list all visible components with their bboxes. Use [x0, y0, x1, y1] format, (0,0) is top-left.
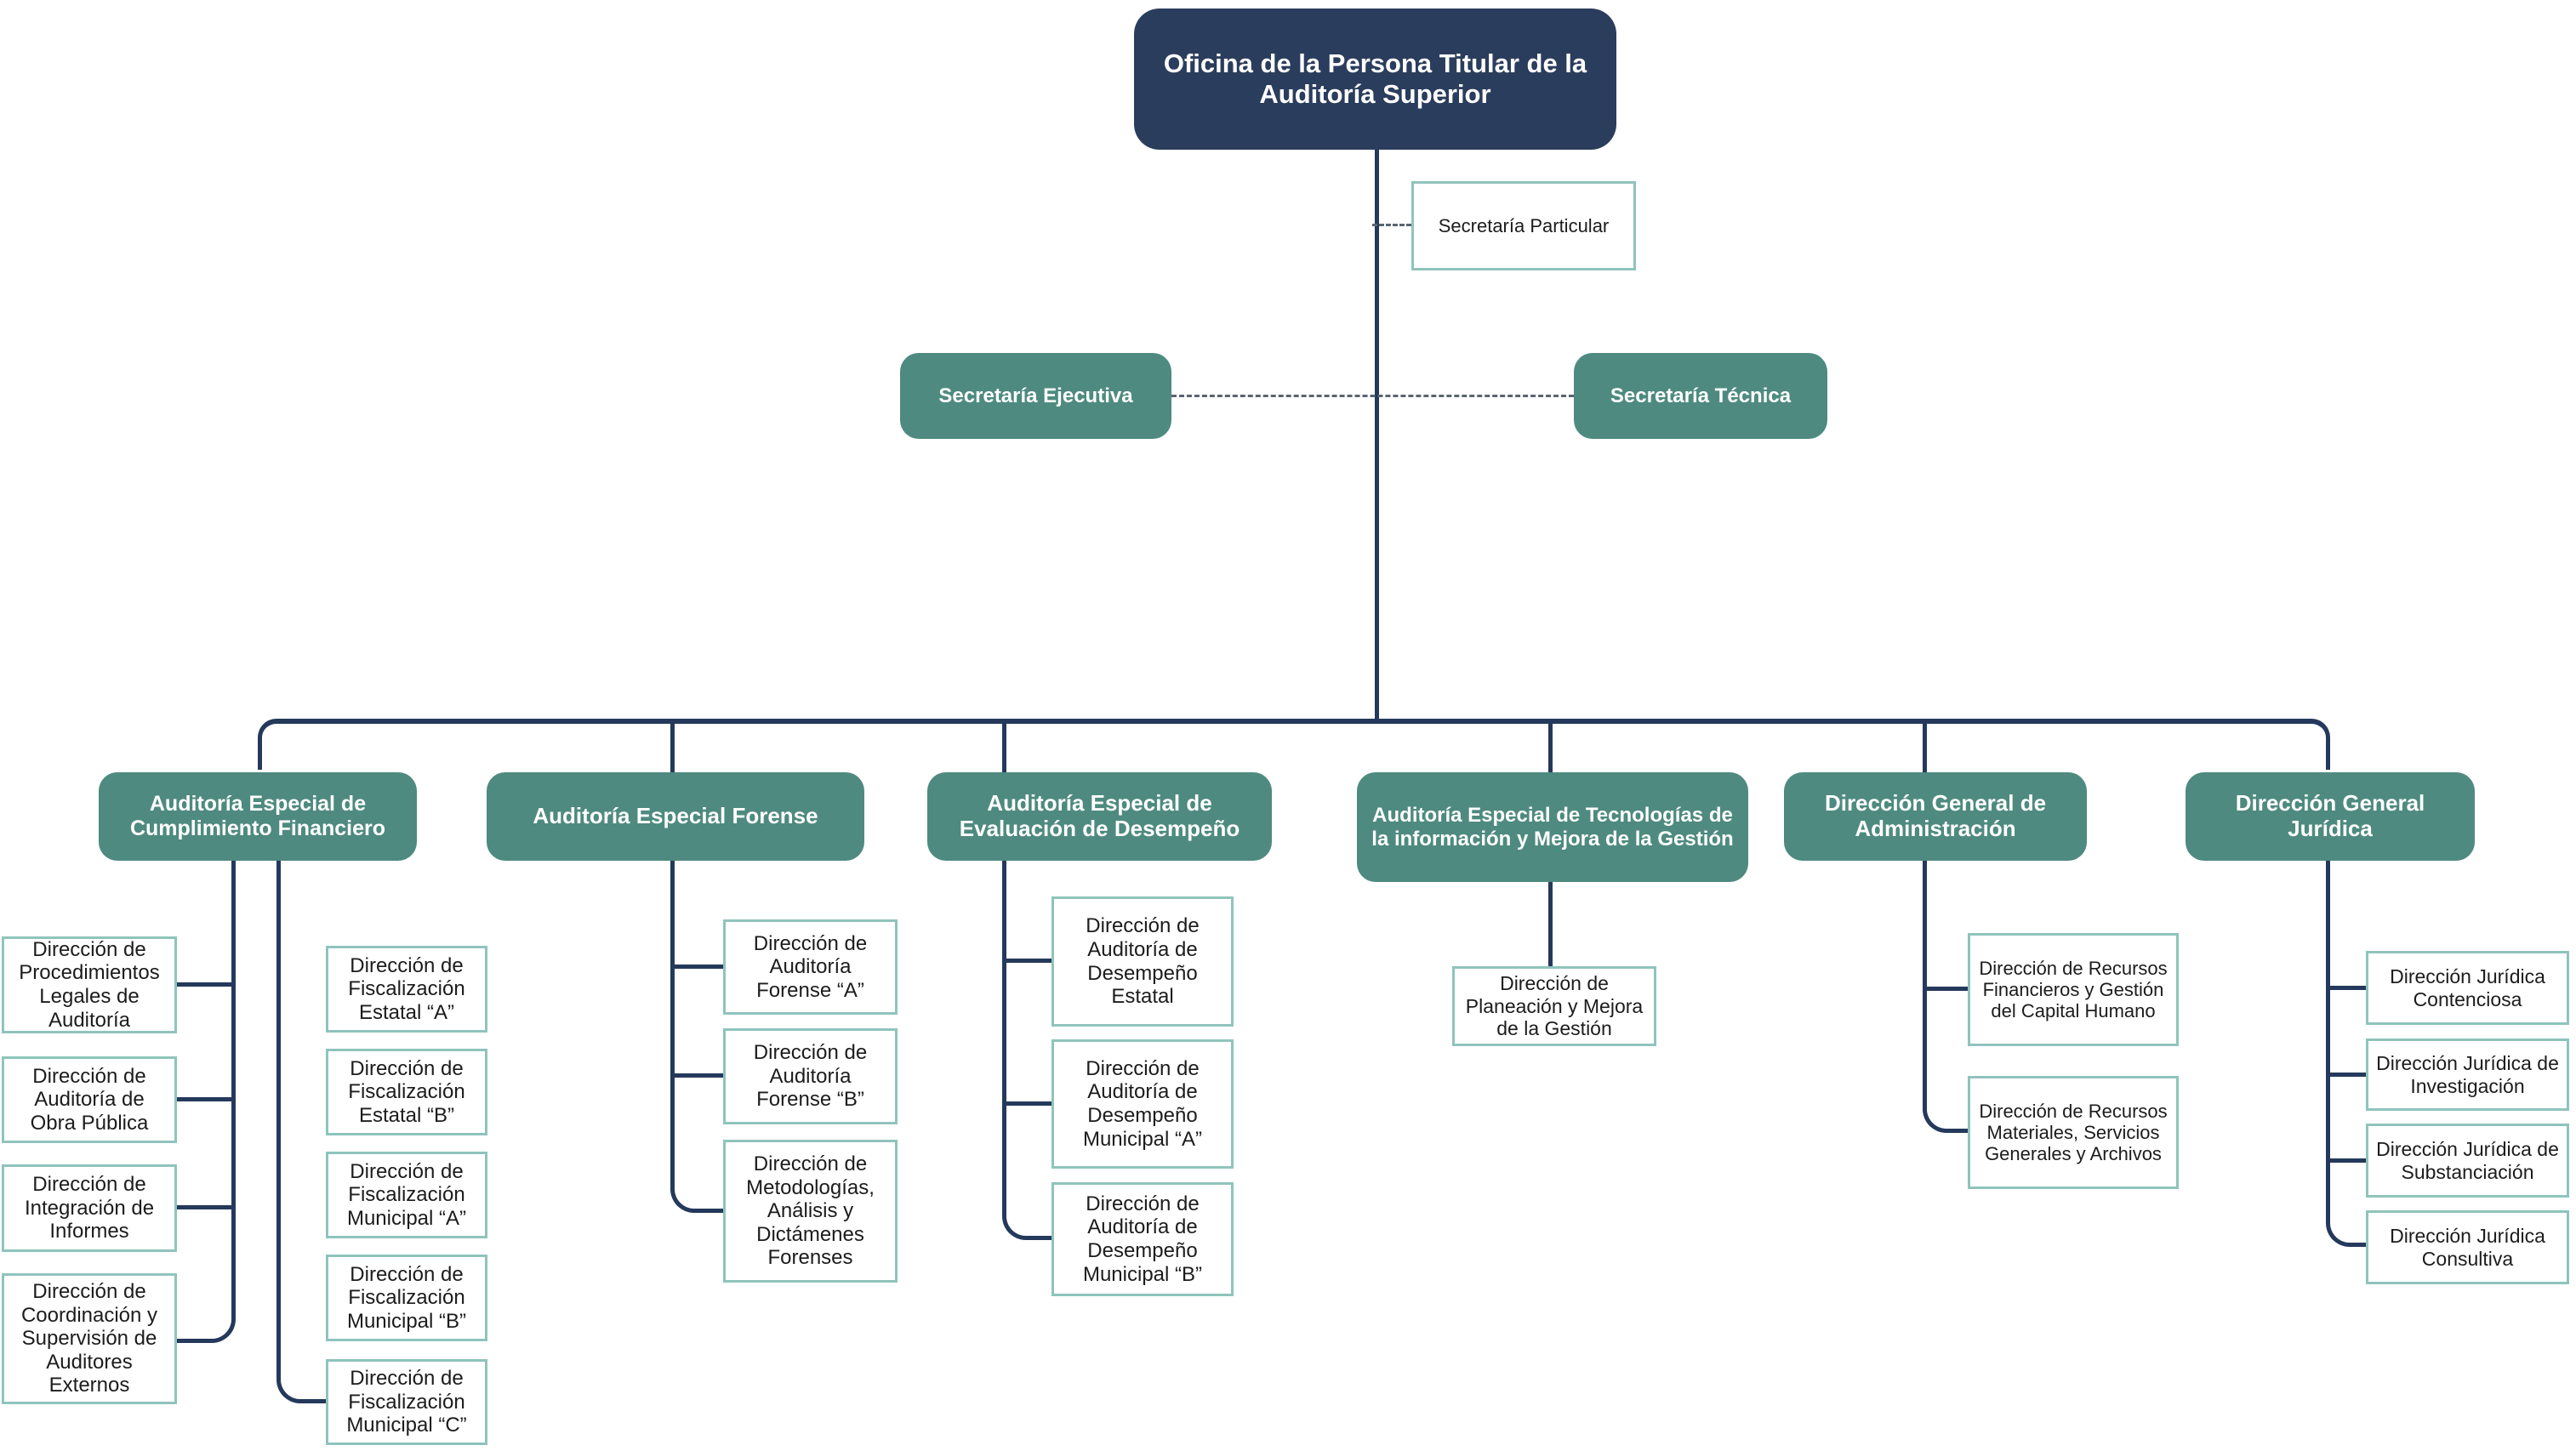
branch-tecnologias-informacion: Auditoría Especial de Tecnologías de la …: [1357, 772, 1748, 882]
node-fiscalizacion-municipal-b: Dirección de Fiscalización Municipal “B”: [326, 1255, 487, 1341]
node-fiscalizacion-estatal-a: Dirección de Fiscalización Estatal “A”: [326, 946, 487, 1033]
node-fiscalizacion-estatal-b: Dirección de Fiscalización Estatal “B”: [326, 1049, 487, 1135]
node-desempeno-municipal-a: Dirección de Auditoría de Desempeño Muni…: [1051, 1039, 1234, 1169]
stub-procedimientos: [176, 982, 236, 987]
drop-line-tecnologias: [1548, 721, 1553, 772]
node-oficina-titular: Oficina de la Persona Titular de la Audi…: [1134, 9, 1616, 150]
node-forense-a: Dirección de Auditoría Forense “A”: [723, 919, 898, 1015]
node-recursos-financieros: Dirección de Recursos Financieros y Gest…: [1968, 933, 2179, 1046]
stub-forense-a: [670, 964, 723, 969]
dashed-connector-secretarias: [1171, 395, 1574, 397]
stub-desempeno-municipal-a: [1002, 1101, 1051, 1106]
stub-juridica-investigacion: [2326, 1073, 2366, 1077]
branch-dg-juridica: Dirección General Jurídica: [2186, 772, 2475, 861]
node-fiscalizacion-municipal-a: Dirección de Fiscalización Municipal “A”: [326, 1152, 487, 1238]
node-integracion-informes: Dirección de Integración de Informes: [2, 1164, 177, 1252]
node-recursos-materiales: Dirección de Recursos Materiales, Servic…: [1968, 1076, 2179, 1189]
node-secretaria-tecnica: Secretaría Técnica: [1574, 353, 1827, 439]
node-juridica-substanciacion: Dirección Jurídica de Substanciación: [2366, 1124, 2569, 1198]
spine-desempeno: [1002, 861, 1053, 1240]
branch-dg-administracion: Dirección General de Administración: [1784, 772, 2087, 861]
spine-cumplimiento-right: [276, 861, 328, 1403]
node-planeacion-mejora: Dirección de Planeación y Mejora de la G…: [1452, 966, 1656, 1046]
node-fiscalizacion-municipal-c: Dirección de Fiscalización Municipal “C”: [326, 1359, 487, 1445]
branch-cumplimiento-financiero: Auditoría Especial de Cumplimiento Finan…: [99, 772, 417, 861]
drop-line-planeacion: [1548, 882, 1553, 966]
stub-desempeno-estatal: [1002, 959, 1051, 963]
trunk-line: [1375, 150, 1379, 721]
dashed-connector-particular: [1372, 224, 1411, 226]
node-obra-publica: Dirección de Auditoría de Obra Pública: [2, 1056, 177, 1143]
node-juridica-investigacion: Dirección Jurídica de Investigación: [2366, 1038, 2569, 1111]
node-metodologias-forenses: Dirección de Metodologías, Análisis y Di…: [723, 1140, 898, 1283]
node-forense-b: Dirección de Auditoría Forense “B”: [723, 1028, 898, 1124]
drop-line-forense: [670, 721, 675, 772]
spine-forense: [670, 861, 725, 1213]
drop-line-administracion: [1923, 721, 1927, 772]
spine-cumplimiento-left: [176, 861, 236, 1343]
spine-administracion: [1923, 861, 1970, 1133]
drop-line-desempeno: [1002, 721, 1006, 772]
node-juridica-consultiva: Dirección Jurídica Consultiva: [2366, 1210, 2569, 1284]
stub-obra-publica: [176, 1097, 236, 1101]
node-secretaria-ejecutiva: Secretaría Ejecutiva: [900, 353, 1171, 439]
node-procedimientos-legales: Dirección de Procedimientos Legales de A…: [2, 936, 177, 1033]
node-desempeno-municipal-b: Dirección de Auditoría de Desempeño Muni…: [1051, 1182, 1234, 1296]
node-secretaria-particular: Secretaría Particular: [1411, 181, 1636, 270]
branch-evaluacion-desempeno: Auditoría Especial de Evaluación de Dese…: [927, 772, 1272, 861]
stub-integracion: [176, 1205, 236, 1209]
branch-forense: Auditoría Especial Forense: [487, 772, 864, 861]
spine-juridica: [2326, 861, 2370, 1247]
stub-forense-b: [670, 1073, 723, 1078]
node-coordinacion-supervision: Dirección de Coordinación y Supervisión …: [2, 1273, 177, 1404]
stub-juridica-contenciosa: [2326, 986, 2366, 990]
node-juridica-contenciosa: Dirección Jurídica Contenciosa: [2366, 951, 2569, 1025]
bus-line: [258, 719, 2330, 770]
stub-juridica-substanciacion: [2326, 1158, 2366, 1163]
node-desempeno-estatal: Dirección de Auditoría de Desempeño Esta…: [1051, 896, 1234, 1027]
stub-recursos-financieros: [1923, 987, 1968, 991]
